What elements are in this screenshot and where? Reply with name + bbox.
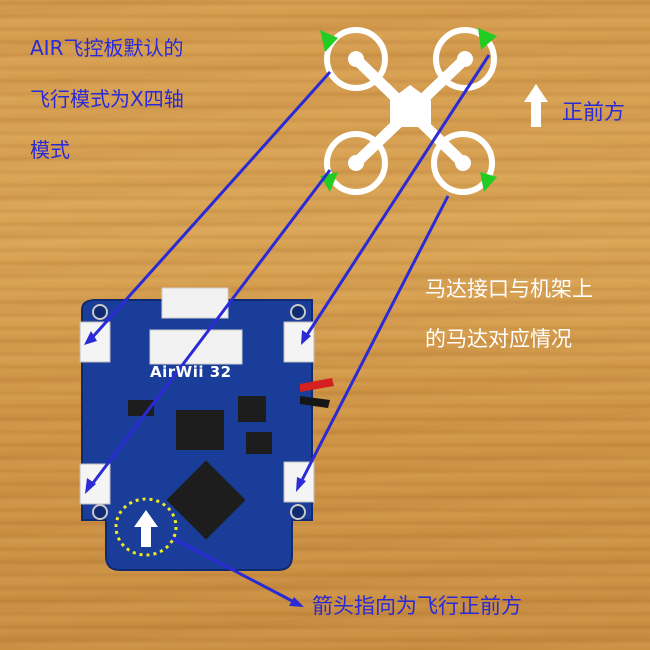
- mounting-hole: [290, 504, 306, 520]
- motor-mapping-line-1: 马达接口与机架上: [425, 277, 593, 301]
- board-chip-small-2: [246, 432, 272, 454]
- quadcopter-frame: [320, 27, 497, 195]
- motor-rear-right: [431, 131, 495, 195]
- motor-front-right: [433, 27, 497, 91]
- mounting-hole: [290, 304, 306, 320]
- power-wire-red: [300, 378, 334, 392]
- board-forward-arrow-icon: [134, 510, 158, 547]
- front-direction-label: 正前方: [562, 100, 625, 124]
- board-arrow-highlight: [114, 497, 178, 557]
- motor-mapping-line-2: 的马达对应情况: [425, 327, 572, 351]
- mounting-hole: [92, 304, 108, 320]
- rotation-arrow-icon-front-left: [320, 30, 338, 52]
- description-line-1: AIR飞控板默认的: [30, 36, 184, 60]
- mounting-hole: [92, 504, 108, 520]
- arrow-note-label: 箭头指向为飞行正前方: [312, 594, 522, 618]
- motor-rear-left: [324, 131, 388, 195]
- frame-center-nose: [390, 85, 431, 127]
- board-name-label: AirWii 32: [150, 363, 232, 381]
- motor-connector-front-right: [283, 321, 315, 363]
- rotation-arrow-icon-front-right: [478, 28, 497, 50]
- motor-front-left: [324, 27, 388, 91]
- motor-connector-front-left: [79, 321, 111, 363]
- rotation-arrow-icon-rear-right: [480, 172, 497, 192]
- description-line-2: 飞行模式为X四轴: [30, 87, 184, 111]
- front-arrow-icon: [524, 84, 548, 127]
- description-line-3: 模式: [30, 138, 70, 162]
- board-chip-small-1: [238, 396, 266, 422]
- pointer-lines: [84, 54, 491, 607]
- pointer-line-rear-right: [298, 195, 450, 485]
- pointer-line-front-left: [88, 70, 332, 342]
- pointer-line-rear-left: [88, 169, 332, 488]
- flight-controller-board: [79, 287, 334, 571]
- pointer-line-front-right: [303, 54, 491, 339]
- power-wire-black: [300, 396, 330, 408]
- board-top-connector: [161, 287, 229, 319]
- pointer-line-board-arrow: [171, 536, 297, 605]
- board-chip-sensor: [176, 410, 224, 450]
